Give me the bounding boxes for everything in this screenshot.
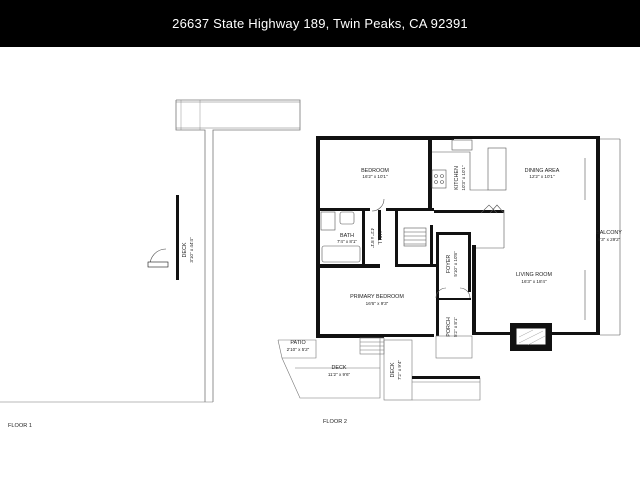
room-dims-living-room: 16'3" x 18'4" <box>521 279 547 284</box>
room-dims-foyer: 5'10" x 10'8" <box>453 251 458 277</box>
room-label-hall: HALL <box>376 231 382 245</box>
floor-2-label: FLOOR 2 <box>323 419 347 425</box>
room-dims-deck-f2b: 7'2" x 9'4" <box>397 360 402 380</box>
room-dims-primary-bedroom: 16'6" x 9'3" <box>366 301 389 306</box>
room-label-living-room: LIVING ROOM <box>516 272 552 278</box>
room-label-deck-f2b: DECK <box>390 362 396 377</box>
room-dims-patio: 2'10" x 5'2" <box>287 347 310 352</box>
room-label-deck-f1: DECK <box>182 242 188 257</box>
address-title: 26637 State Highway 189, Twin Peaks, CA … <box>172 16 468 31</box>
room-label-patio: PATIO <box>290 340 305 346</box>
deck-wall-lower <box>412 376 480 379</box>
floor-2-decks <box>277 335 481 401</box>
room-label-kitchen: KITCHEN <box>454 166 460 190</box>
room-label-bedroom: BEDROOM <box>361 168 389 174</box>
room-dims-porch: 5'2" x 8'1" <box>453 317 458 337</box>
room-label-deck-f2a: DECK <box>332 365 347 371</box>
floor-2-fixtures <box>320 138 621 336</box>
room-dims-kitchen: 10'3" x 10'1" <box>461 165 466 191</box>
room-label-bath: BATH <box>340 233 354 239</box>
deck-door <box>147 248 169 268</box>
room-dims-bedroom: 16'2" x 10'1" <box>362 174 388 179</box>
fireplace <box>515 327 547 346</box>
room-label-foyer: FOYER <box>446 255 452 274</box>
room-label-dining-area: DINING AREA <box>525 168 560 174</box>
room-label-primary-bedroom: PRIMARY BEDROOM <box>350 294 404 300</box>
room-dims-balcony: 6'3" x 29'2" <box>598 237 621 242</box>
room-label-porch: PORCH <box>446 317 452 337</box>
header-bar: 26637 State Highway 189, Twin Peaks, CA … <box>0 0 640 47</box>
room-label-balcony: BALCONY <box>596 230 622 236</box>
deck-wall <box>176 195 179 280</box>
room-dims-hall: 4'2" x 8'1" <box>370 228 375 248</box>
floor-1-label: FLOOR 1 <box>8 423 32 429</box>
room-dims-dining-area: 12'2" x 10'1" <box>529 174 555 179</box>
room-dims-deck-f2a: 11'2" x 9'6" <box>328 372 351 377</box>
room-dims-deck-f1: 3'10" x 44'4" <box>189 237 194 263</box>
room-dims-bath: 7'4" x 8'1" <box>337 239 357 244</box>
floor-1-plan <box>0 99 301 403</box>
